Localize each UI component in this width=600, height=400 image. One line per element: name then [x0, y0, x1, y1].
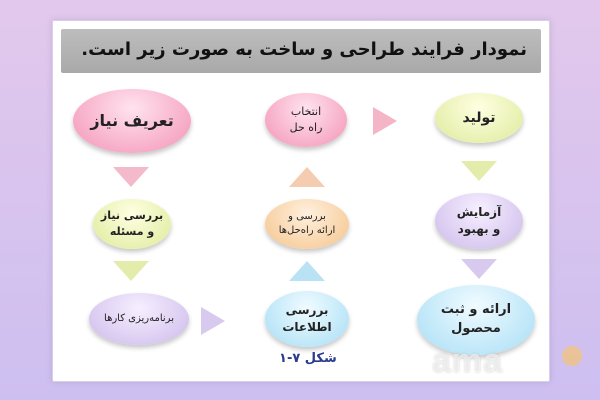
figure-caption: شکل ۷-۱ — [279, 351, 337, 366]
title-bar: نمودار فرایند طراحی و ساخت به صورت زیر ا… — [61, 29, 541, 73]
diagram-title: نمودار فرایند طراحی و ساخت به صورت زیر ا… — [81, 39, 527, 60]
node-production: تولید — [435, 93, 523, 143]
node-present-product: ارائه و ثبت محصول — [417, 285, 535, 355]
watermark-logo: ama — [432, 342, 504, 380]
node-work-planning: برنامه‌ریزی کارها — [89, 293, 189, 345]
arrow-down-4 — [461, 259, 497, 279]
arrow-down-1 — [113, 167, 149, 187]
arrow-right-1 — [201, 307, 225, 335]
watermark-dot — [562, 346, 582, 366]
node-review-solutions: بررسی و ارائه راه‌حل‌ها — [265, 199, 349, 249]
arrow-down-3 — [461, 161, 497, 181]
diagram-panel: نمودار فرایند طراحی و ساخت به صورت زیر ا… — [52, 20, 550, 382]
arrow-down-2 — [113, 261, 149, 281]
arrow-up-2 — [289, 261, 325, 281]
node-review-info: بررسی اطلاعات — [265, 291, 349, 347]
node-test-improve: آزمایش و بهبود — [435, 193, 523, 249]
arrow-right-2 — [373, 107, 397, 135]
arrow-up-1 — [289, 167, 325, 187]
node-select-solution: انتخاب راه حل — [265, 93, 347, 147]
node-define-need: تعریف نیاز — [73, 89, 191, 153]
node-review-need: بررسی نیاز و مسئله — [93, 199, 171, 249]
